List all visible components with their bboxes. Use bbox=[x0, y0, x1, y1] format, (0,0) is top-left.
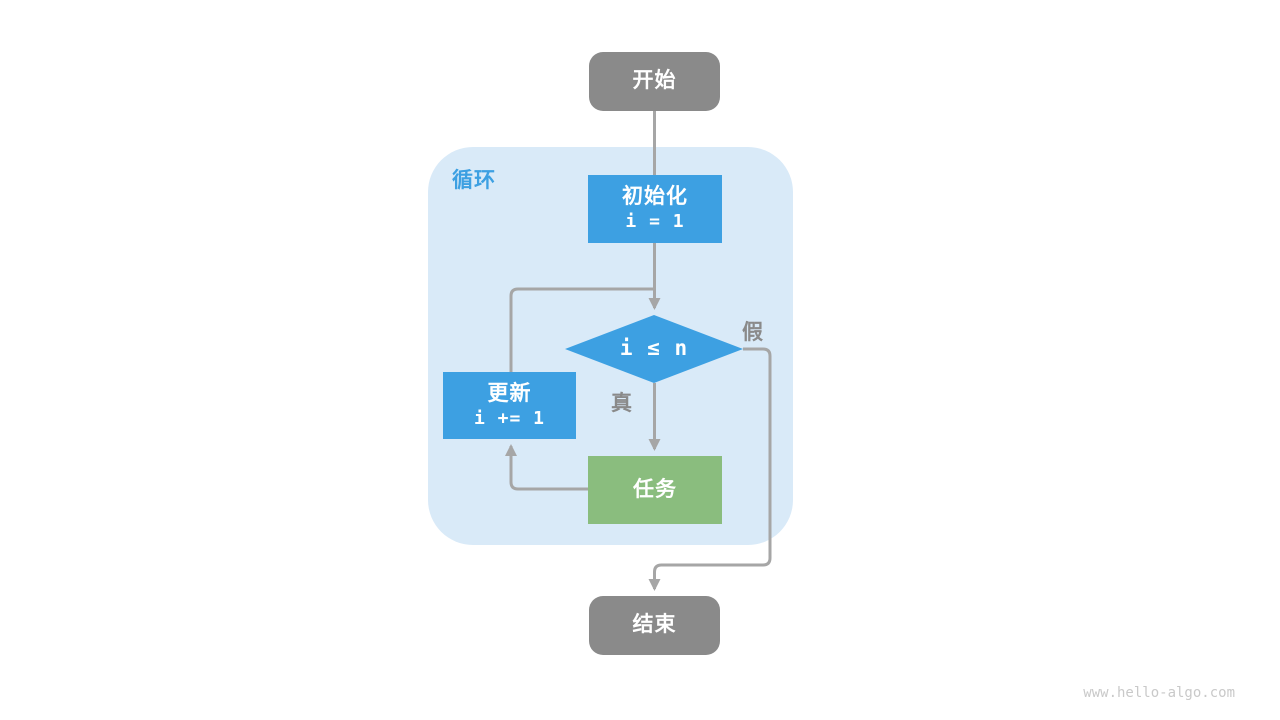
node-update-label: 更新 bbox=[487, 381, 532, 405]
node-start-label: 开始 bbox=[632, 69, 677, 93]
watermark: www.hello-algo.com bbox=[1083, 685, 1235, 701]
node-condition-code: i ≤ n bbox=[619, 336, 689, 361]
edge-task-update bbox=[505, 444, 588, 491]
node-task: 任务 bbox=[588, 456, 722, 524]
node-init-code: i = 1 bbox=[625, 211, 685, 233]
edge-condition-end bbox=[648, 347, 772, 591]
node-init: 初始化 i = 1 bbox=[588, 175, 722, 243]
node-start: 开始 bbox=[589, 52, 720, 111]
edge-update-merge bbox=[509, 287, 655, 372]
node-update-code: i += 1 bbox=[473, 407, 546, 429]
node-init-label: 初始化 bbox=[622, 185, 688, 209]
edge-label-false: 假 bbox=[742, 321, 763, 344]
node-end-label: 结束 bbox=[632, 613, 677, 637]
node-update: 更新 i += 1 bbox=[443, 372, 576, 439]
edge-label-true: 真 bbox=[611, 392, 632, 415]
node-end: 结束 bbox=[589, 596, 720, 655]
loop-label: 循环 bbox=[452, 169, 496, 192]
node-task-label: 任务 bbox=[633, 477, 677, 501]
